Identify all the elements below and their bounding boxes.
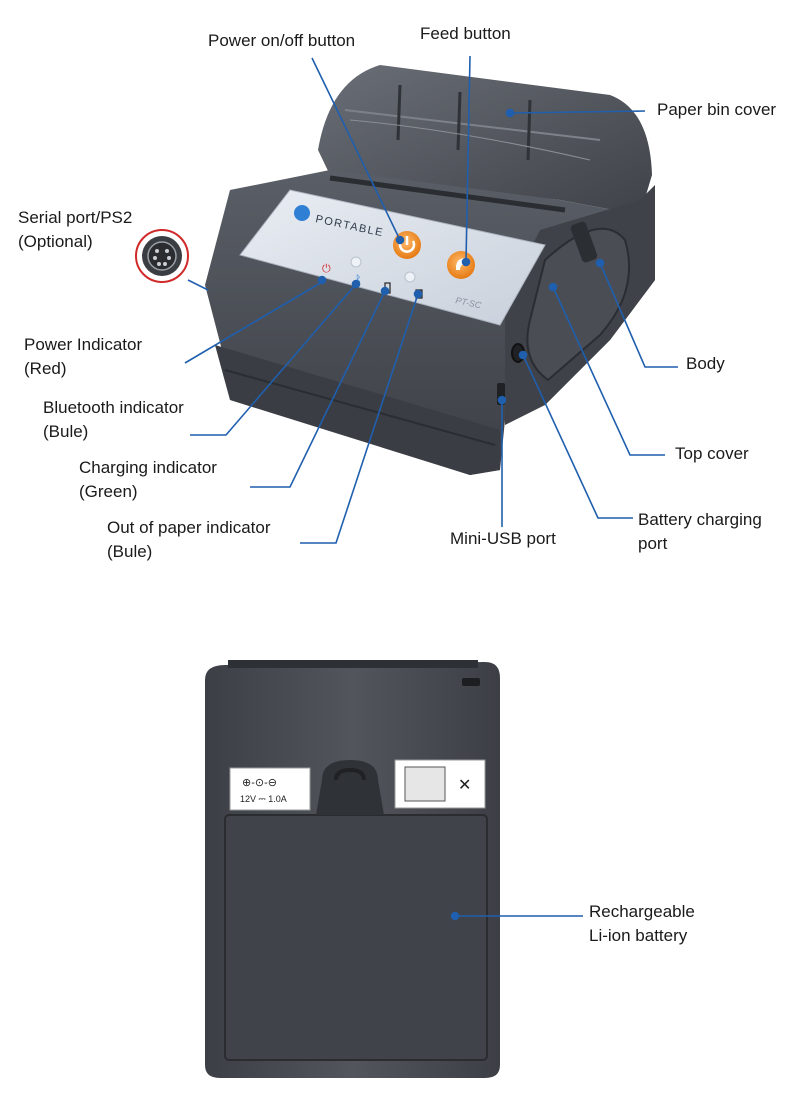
body-latch — [570, 221, 598, 263]
printer-back-body — [205, 660, 500, 1078]
serial-port-inset — [135, 229, 189, 283]
label-battery-charging-port: Battery charging port — [638, 510, 762, 553]
front-panel: PORTABLE PT-SC ⏻ ᛒ — [239, 189, 546, 326]
battery-leader — [450, 911, 583, 921]
power-rating: 12V ⎓ 1.0A — [240, 794, 287, 804]
label-paper-bin-cover: Paper bin cover — [657, 100, 777, 119]
power-icon — [398, 240, 416, 253]
label-charging-indicator: Charging indicator (Green) — [79, 458, 217, 501]
polarity-symbol-icon: ⊕-⊙-⊖ — [242, 777, 277, 789]
label-bluetooth-indicator: Bluetooth indicator (Bule) — [43, 398, 184, 441]
label-body: Body — [686, 354, 725, 373]
power-indicator-icon: ⏻ — [322, 263, 331, 275]
label-power-button: Power on/off button — [208, 31, 356, 50]
disposal-symbol-icon — [404, 766, 446, 802]
label-out-of-paper-indicator: Out of paper indicator (Bule) — [107, 518, 271, 561]
paper-bin-cover — [318, 65, 652, 215]
label-serial-port: Serial port/PS2 (Optional) — [18, 208, 133, 251]
bluetooth-logo-icon — [294, 205, 310, 221]
label-battery: Rechargeable Li-ion battery — [589, 902, 695, 945]
label-top-cover: Top cover — [675, 444, 749, 463]
printer-back-illustration: ⊕-⊙-⊖ 12V ⎓ 1.0A ✕ — [205, 660, 583, 1078]
leader-lines — [184, 55, 678, 544]
charging-indicator-led — [404, 271, 416, 283]
power-rating-sticker: ⊕-⊙-⊖ 12V ⎓ 1.0A — [229, 767, 311, 811]
power-indicator-led — [350, 256, 362, 268]
top-cover — [526, 227, 631, 382]
label-power-indicator: Power Indicator (Red) — [24, 335, 143, 378]
label-feed-button: Feed button — [420, 24, 511, 43]
svg-text:✕: ✕ — [458, 777, 471, 794]
disposal-sticker: ✕ — [394, 759, 486, 809]
label-mini-usb-port: Mini-USB port — [450, 529, 556, 548]
battery-clip — [316, 760, 384, 815]
printer-front-illustration: PORTABLE PT-SC ⏻ ᛒ — [135, 55, 678, 544]
battery-cover — [224, 814, 488, 1061]
bluetooth-indicator-icon: ᛒ — [355, 274, 362, 286]
hang-slot — [462, 678, 480, 686]
